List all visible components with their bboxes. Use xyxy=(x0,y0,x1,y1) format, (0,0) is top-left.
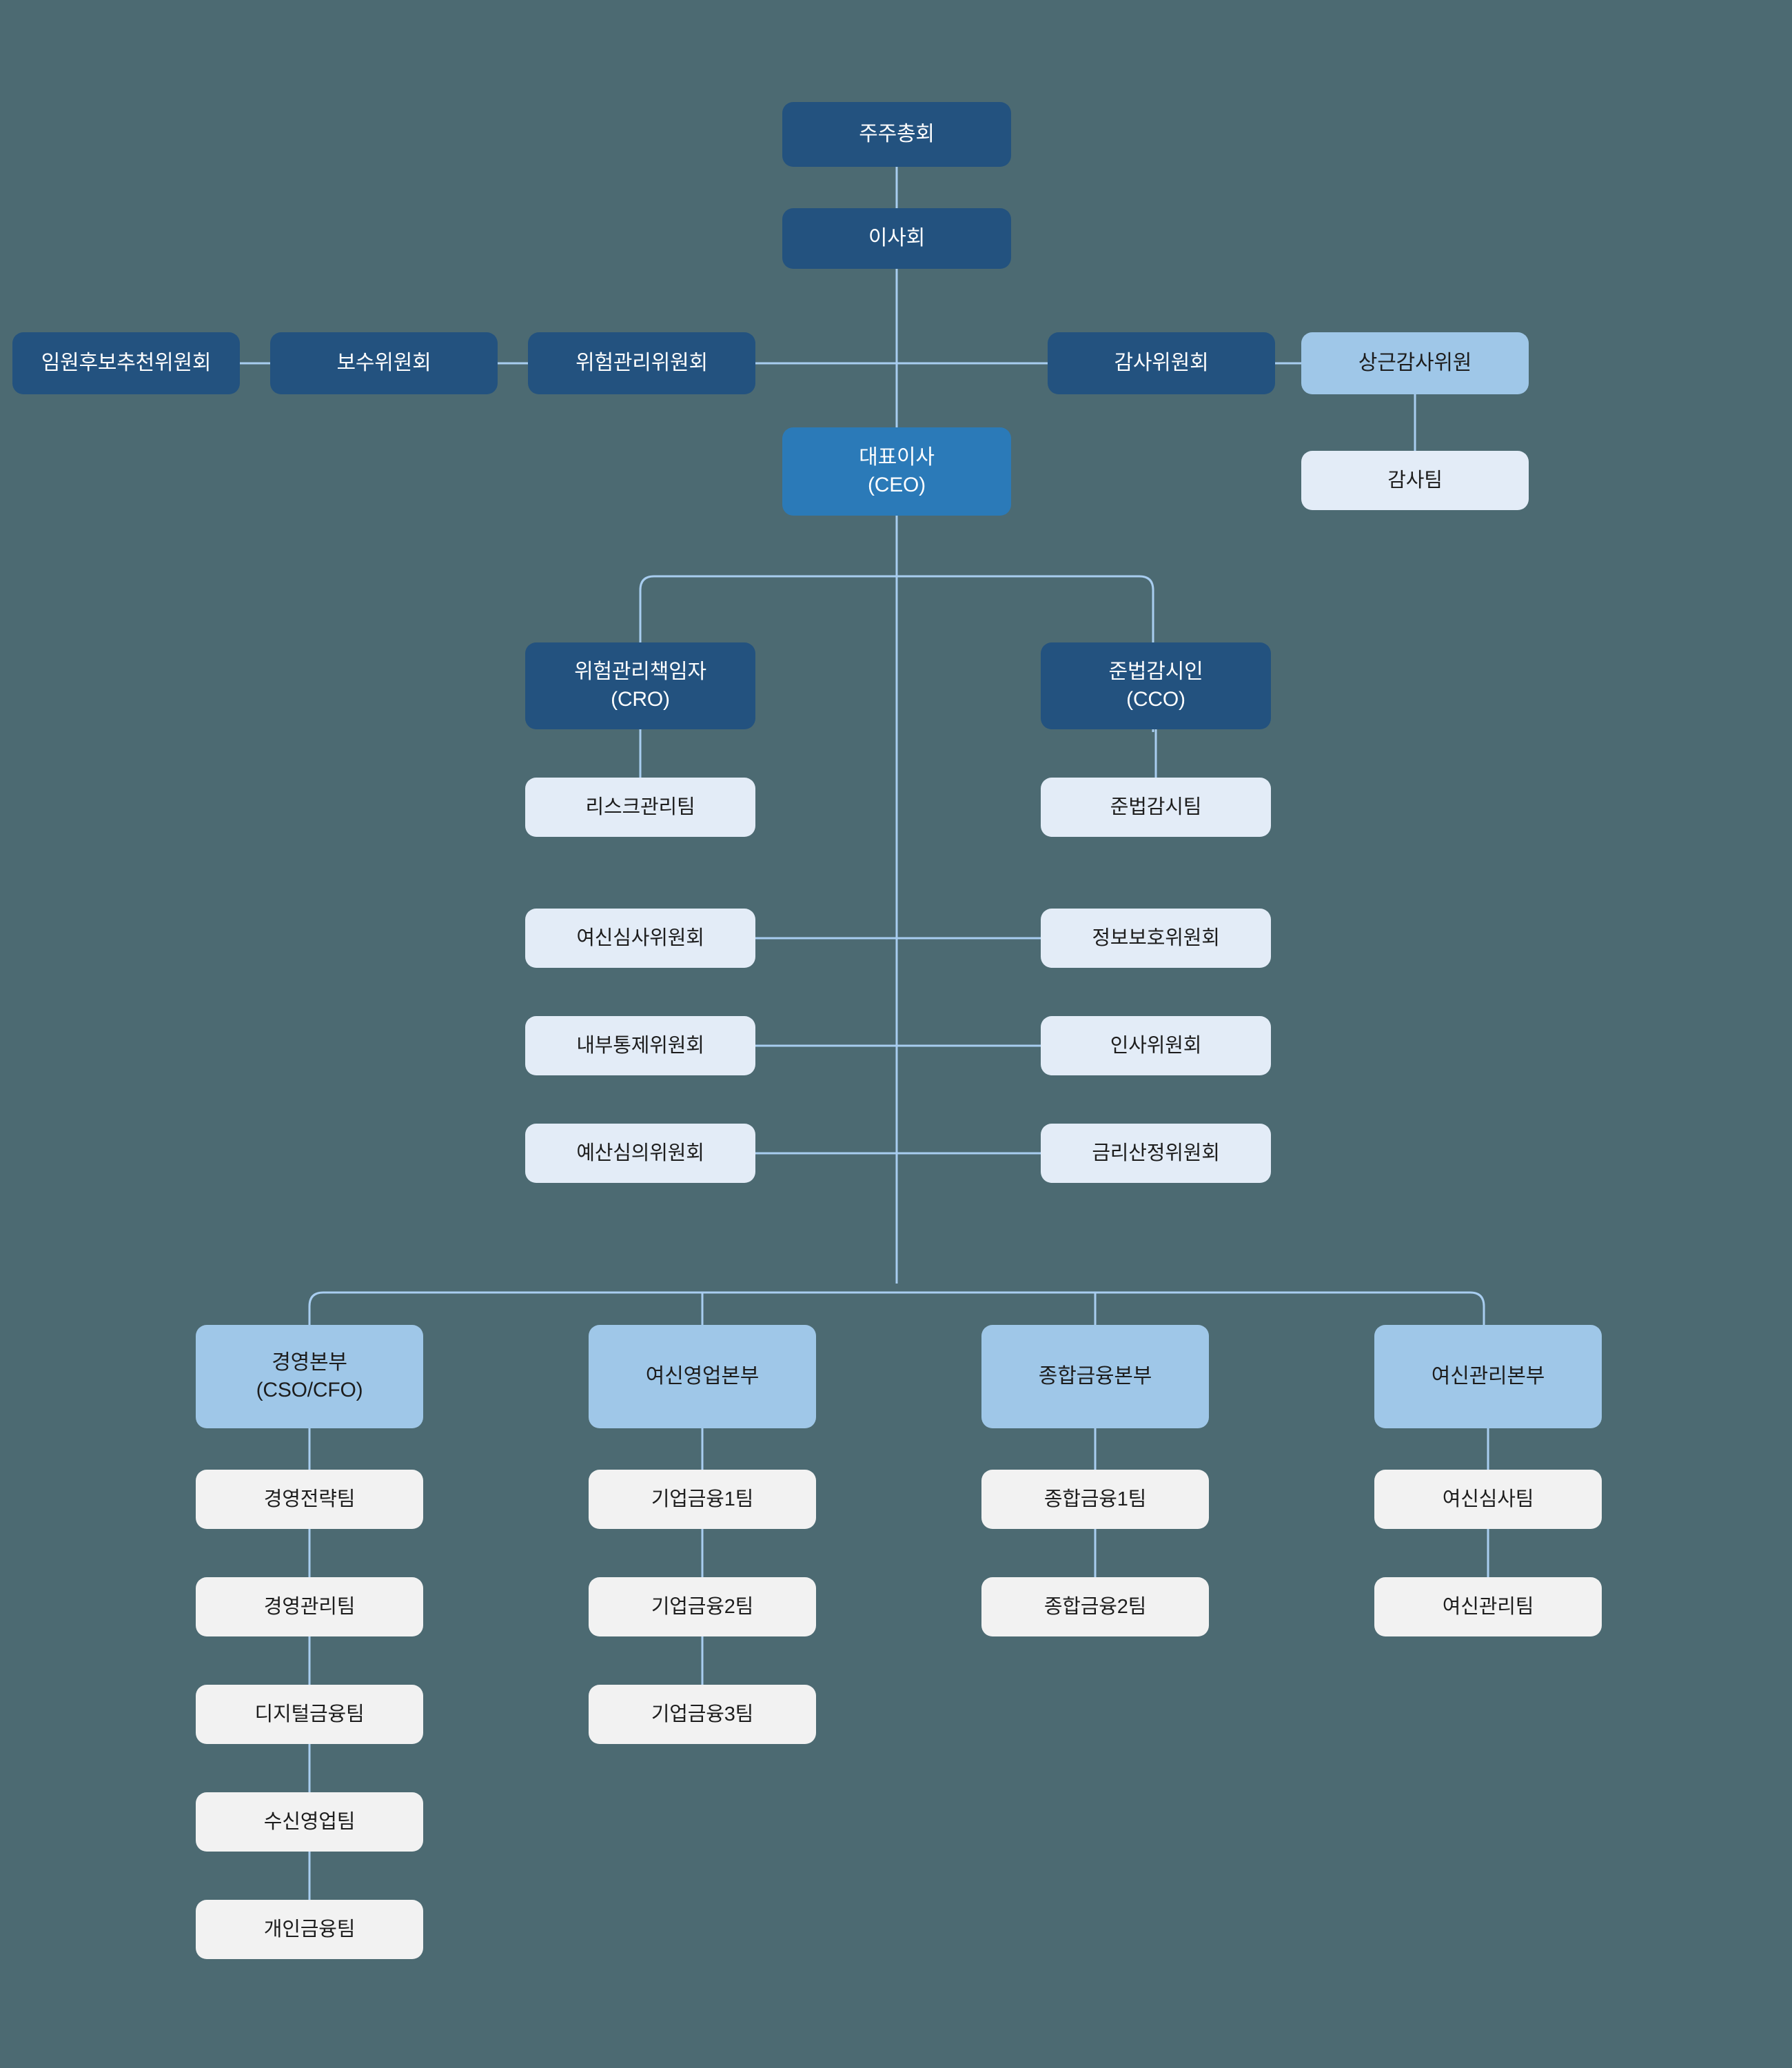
node-cco[interactable]: 준법감시인 (CCO) xyxy=(1041,642,1271,729)
node-credit_review_committee[interactable]: 여신심사위원회 xyxy=(525,909,755,968)
node-board_of_directors[interactable]: 이사회 xyxy=(782,208,1011,269)
node-interest_rate_committee[interactable]: 금리산정위원회 xyxy=(1041,1124,1271,1183)
team-management-1[interactable]: 경영관리팀 xyxy=(196,1577,423,1636)
node-compensation_committee[interactable]: 보수위원회 xyxy=(270,332,498,394)
team-credit_management-0[interactable]: 여신심사팀 xyxy=(1374,1470,1602,1529)
team-credit_sales-0[interactable]: 기업금융1팀 xyxy=(589,1470,816,1529)
node-internal_control_committee[interactable]: 내부통제위원회 xyxy=(525,1016,755,1075)
node-risk_management_team[interactable]: 리스크관리팀 xyxy=(525,778,755,837)
node-audit_committee[interactable]: 감사위원회 xyxy=(1048,332,1275,394)
node-div_management[interactable]: 경영본부 (CSO/CFO) xyxy=(196,1325,423,1428)
node-ceo[interactable]: 대표이사 (CEO) xyxy=(782,427,1011,516)
node-audit_team[interactable]: 감사팀 xyxy=(1301,451,1529,510)
node-nomination_committee[interactable]: 임원후보추천위원회 xyxy=(12,332,240,394)
node-div_total_finance[interactable]: 종합금융본부 xyxy=(981,1325,1209,1428)
team-credit_management-1[interactable]: 여신관리팀 xyxy=(1374,1577,1602,1636)
node-info_security_committee[interactable]: 정보보호위원회 xyxy=(1041,909,1271,968)
node-div_credit_mgmt[interactable]: 여신관리본부 xyxy=(1374,1325,1602,1428)
node-div_credit_sales[interactable]: 여신영업본부 xyxy=(589,1325,816,1428)
node-standing_auditor[interactable]: 상근감사위원 xyxy=(1301,332,1529,394)
team-management-3[interactable]: 수신영업팀 xyxy=(196,1792,423,1852)
team-credit_sales-2[interactable]: 기업금융3팀 xyxy=(589,1685,816,1744)
team-management-0[interactable]: 경영전략팀 xyxy=(196,1470,423,1529)
team-total_finance-0[interactable]: 종합금융1팀 xyxy=(981,1470,1209,1529)
node-shareholders_meeting[interactable]: 주주총회 xyxy=(782,102,1011,167)
team-credit_sales-1[interactable]: 기업금융2팀 xyxy=(589,1577,816,1636)
team-total_finance-1[interactable]: 종합금융2팀 xyxy=(981,1577,1209,1636)
node-budget_committee[interactable]: 예산심의위원회 xyxy=(525,1124,755,1183)
node-cro[interactable]: 위험관리책임자 (CRO) xyxy=(525,642,755,729)
team-management-2[interactable]: 디지털금융팀 xyxy=(196,1685,423,1744)
team-management-4[interactable]: 개인금융팀 xyxy=(196,1900,423,1959)
node-hr_committee[interactable]: 인사위원회 xyxy=(1041,1016,1271,1075)
divisions-branch xyxy=(308,1291,1485,1325)
node-risk_management_committee[interactable]: 위험관리위원회 xyxy=(528,332,755,394)
node-compliance_team[interactable]: 준법감시팀 xyxy=(1041,778,1271,837)
